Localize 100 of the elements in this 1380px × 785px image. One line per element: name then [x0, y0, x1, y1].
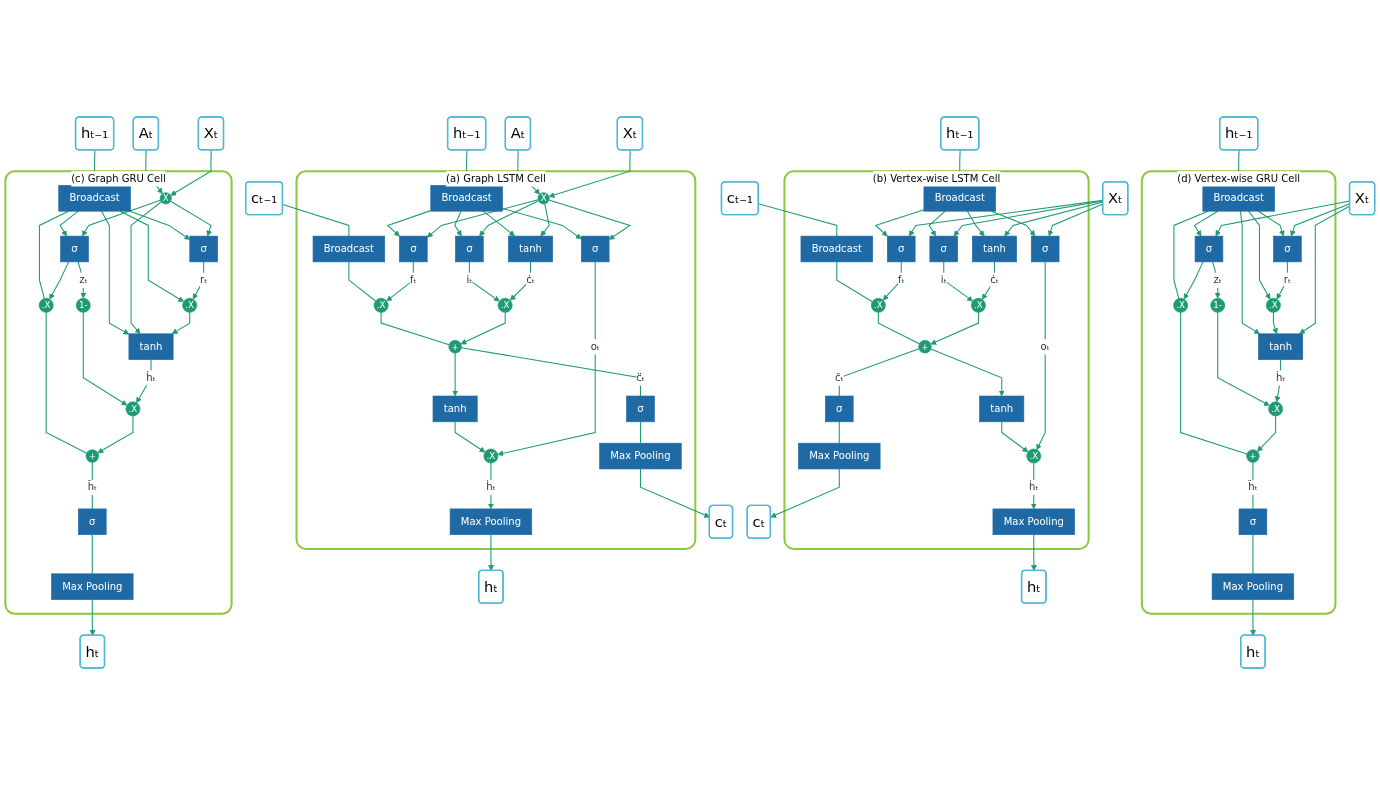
- arrow: [1193, 210, 1219, 237]
- node-box: Broadcast: [312, 235, 386, 263]
- connector: [838, 348, 920, 397]
- edge-label: ḧₜ: [1248, 480, 1258, 494]
- arrow: [1036, 261, 1046, 450]
- arrow: [129, 210, 191, 240]
- node-label: (d) Vertex-wise GRU Cell: [1177, 172, 1301, 185]
- arrow: [1257, 415, 1277, 452]
- node-box: Broadcast: [800, 235, 873, 263]
- node-box: Broadcast: [1202, 185, 1275, 212]
- arrow: [460, 311, 506, 345]
- arrow: [874, 209, 925, 237]
- node-box: σ: [455, 235, 484, 263]
- arrow: [509, 261, 532, 301]
- edge-label: oₜ: [1040, 340, 1050, 353]
- arrow: [171, 311, 191, 335]
- node-box: σ: [929, 235, 958, 263]
- node-box: Max Pooling: [1211, 573, 1295, 600]
- node-box: Max Pooling: [51, 573, 134, 600]
- arrow: [1183, 261, 1204, 300]
- arrow: [1248, 210, 1271, 300]
- edge-label: c̈ₜ: [636, 371, 645, 384]
- node-circle: 1-: [1210, 298, 1226, 313]
- edge-label: ḣₜ: [1029, 480, 1039, 494]
- arrow: [454, 210, 462, 237]
- node-circle: +: [448, 340, 462, 354]
- node-box: tanh: [432, 395, 478, 423]
- arrow: [1212, 261, 1221, 299]
- node-box: σ: [825, 395, 854, 423]
- node-box: Broadcast: [58, 185, 131, 212]
- node-circle: X: [537, 192, 550, 205]
- node-box: tanh: [972, 235, 1017, 263]
- arrow: [97, 415, 134, 454]
- node-box: Max Pooling: [449, 508, 533, 535]
- node-box: tanh: [508, 235, 553, 263]
- connector: [1180, 311, 1248, 455]
- node-box: tanh: [1258, 333, 1304, 360]
- connector: [836, 261, 873, 303]
- arrow: [454, 421, 486, 453]
- arrow: [930, 311, 979, 345]
- node-box: tanh: [979, 395, 1025, 423]
- arrow: [130, 201, 162, 335]
- node-circle: .X: [373, 298, 389, 313]
- edge-label: rₜ: [1283, 273, 1291, 286]
- edge-label: iₜ: [940, 273, 947, 286]
- connector: [1252, 534, 1254, 575]
- connector: [348, 261, 377, 302]
- arrow: [77, 261, 87, 299]
- edge-label: ḧₜ: [87, 480, 97, 494]
- node-box: Max Pooling: [798, 442, 881, 470]
- node-box: σ: [1273, 235, 1302, 263]
- node-box: Broadcast: [923, 185, 996, 212]
- arrow: [170, 149, 212, 196]
- node-label: (b) Vertex-wise LSTM Cell: [872, 172, 1001, 185]
- arrow: [943, 261, 973, 302]
- node-circle: .X: [871, 298, 886, 313]
- edge-label: ḣₜ: [1275, 371, 1286, 384]
- arrow: [468, 261, 500, 302]
- connector: [282, 204, 350, 237]
- node-box: σ: [1030, 235, 1060, 263]
- node-box: σ: [1194, 235, 1224, 263]
- arrow: [540, 203, 550, 237]
- node-circle: X: [159, 192, 172, 205]
- node-box: σ: [887, 235, 916, 263]
- node-circle: +: [85, 449, 99, 463]
- node-circle: .X: [1266, 298, 1281, 313]
- arrow: [1031, 534, 1037, 571]
- node-circle: .X: [182, 298, 198, 313]
- arrow: [49, 261, 70, 300]
- edge-label: ḣₜ: [146, 371, 156, 384]
- node-box: tanh: [128, 333, 174, 360]
- arrow: [1257, 210, 1285, 237]
- connector: [838, 421, 840, 444]
- node-circle: .X: [38, 298, 54, 313]
- arrow: [1250, 599, 1257, 636]
- arrow: [1239, 210, 1260, 335]
- edge-label: oₜ: [590, 340, 600, 353]
- arrow: [930, 348, 1005, 397]
- connector: [45, 311, 88, 454]
- arrow: [928, 210, 946, 237]
- edge-label: ċₜ: [526, 273, 535, 286]
- node-box: σ: [60, 235, 89, 263]
- node-circle: .X: [125, 401, 141, 417]
- node-label: (a) Graph LSTM Cell: [445, 172, 546, 185]
- edge-label: ċₜ: [990, 273, 999, 286]
- arrow: [479, 200, 540, 237]
- arrow: [548, 149, 631, 198]
- arrow: [386, 261, 414, 302]
- arrow: [192, 261, 205, 300]
- edge-label: fₜ: [410, 273, 417, 286]
- node-circle: .X: [971, 298, 986, 313]
- edge-label: ḣₜ: [486, 480, 496, 494]
- edge-label: c̈ₜ: [835, 371, 844, 384]
- node-box: Max Pooling: [992, 508, 1075, 535]
- edge-label: iₜ: [466, 273, 473, 286]
- arrow: [981, 261, 995, 300]
- arrow: [482, 210, 515, 237]
- arrow: [1217, 311, 1270, 406]
- edge-label: zₜ: [79, 273, 88, 286]
- arrow: [770, 468, 840, 518]
